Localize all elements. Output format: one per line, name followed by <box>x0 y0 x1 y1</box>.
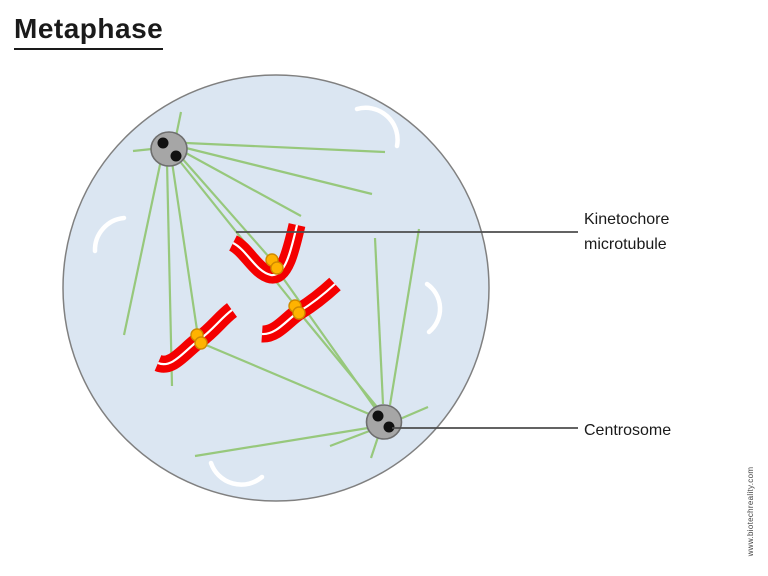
centrosome-body <box>365 404 403 440</box>
spindle-fiber <box>132 147 153 153</box>
kinetochore <box>292 306 306 320</box>
spindle-fiber <box>165 161 174 387</box>
kinetochore-microtubule-fiber <box>205 343 370 416</box>
kinetochore <box>194 336 208 350</box>
centriole-dot <box>157 137 169 149</box>
spindle-fiber <box>369 436 380 459</box>
centriole-dot <box>372 410 384 422</box>
kinetochore-label-line1: Kinetochore <box>584 211 670 228</box>
centrosome-bottom-right <box>365 404 403 440</box>
highlight-arc-top-right <box>354 105 400 149</box>
centriole-dot <box>383 421 395 433</box>
watermark: www.biotechreality.com <box>746 466 755 557</box>
centrosome-label: Centrosome <box>584 422 672 439</box>
spindle-fiber <box>185 146 373 196</box>
chromosome-3 <box>154 303 238 373</box>
kinetochore-microtubule-fiber <box>277 270 376 409</box>
centrosome-top-left <box>150 131 188 167</box>
kinetochore-microtubule-label: Kinetochore microtubule <box>584 207 669 257</box>
chromosome-2 <box>261 277 341 343</box>
cell-membrane <box>62 74 490 502</box>
spindle-fiber <box>194 426 369 458</box>
spindle-fiber <box>399 405 429 421</box>
spindle-fiber <box>329 428 373 448</box>
spindle-fiber <box>388 228 421 406</box>
chromatid-divider <box>232 224 299 277</box>
spindle-fiber <box>183 151 302 217</box>
kinetochore <box>270 261 284 275</box>
centriole-dot <box>170 150 182 162</box>
highlight-arc-right <box>424 281 443 335</box>
membrane-highlight-arcs <box>92 105 443 487</box>
highlight-arc-bottom <box>208 460 265 487</box>
chromosome-1 <box>228 223 306 284</box>
spindle-fiber <box>122 159 163 336</box>
spindle-fiber <box>373 237 385 405</box>
highlight-arc-left <box>92 215 127 254</box>
kinetochore-label-line2: microtubule <box>584 236 667 253</box>
spindle-fiber <box>185 141 386 154</box>
kinetochore-microtubule-fiber <box>179 155 270 258</box>
kinetochore-microtubule-fiber <box>170 161 199 331</box>
page-title: Metaphase <box>14 13 164 50</box>
centrosome-body <box>150 131 188 167</box>
